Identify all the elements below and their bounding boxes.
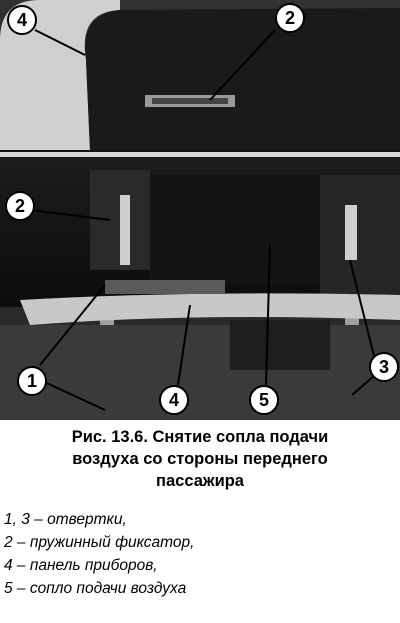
callout-2-top: 2 — [285, 8, 295, 28]
callout-5: 5 — [259, 390, 269, 410]
callout-3: 3 — [379, 357, 389, 377]
callout-1: 1 — [27, 371, 37, 391]
figure-caption: Рис. 13.6. Снятие сопла подачи воздуха с… — [0, 426, 400, 492]
caption-line: воздуха со стороны переднего — [72, 450, 328, 468]
dashboard-photo: 4 2 2 1 4 5 3 — [0, 0, 400, 420]
caption-line: Рис. 13.6. Снятие сопла подачи — [71, 428, 329, 446]
caption-line: пассажира — [156, 472, 244, 490]
legend-item: 2 – пружинный фиксатор, — [4, 534, 195, 551]
legend-item: 4 – панель приборов, — [4, 557, 158, 574]
figure-legend: 1, 3 – отвертки, 2 – пружинный фиксатор,… — [4, 508, 400, 600]
legend-item: 1, 3 – отвертки, — [4, 511, 127, 528]
callout-2-left: 2 — [15, 196, 25, 216]
callout-4-bottom: 4 — [169, 390, 179, 410]
legend-item: 5 – сопло подачи воздуха — [4, 580, 187, 597]
callout-4-top: 4 — [17, 10, 27, 30]
